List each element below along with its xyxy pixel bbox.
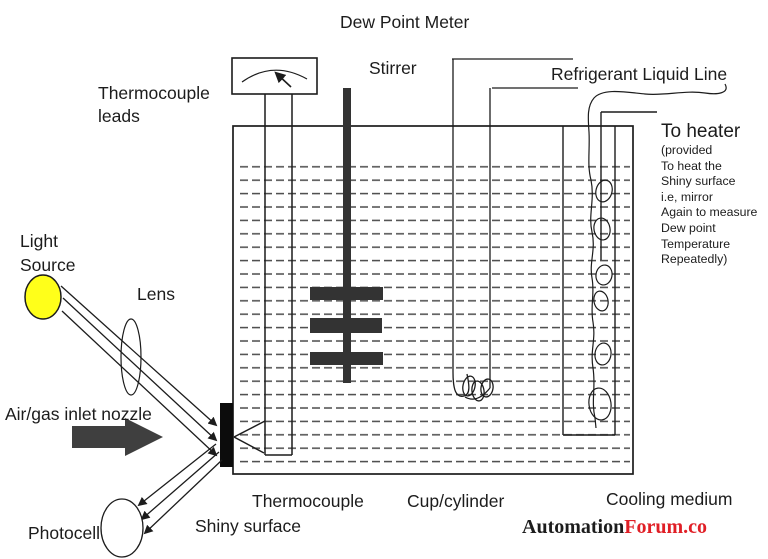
meter-gauge-icon xyxy=(231,57,318,95)
heater-note-line: (provided xyxy=(661,143,713,157)
shiny-surface-mirror xyxy=(220,403,233,467)
brand-watermark: AutomationForum.co xyxy=(522,516,707,539)
heater-note-line: Shiny surface xyxy=(661,174,736,189)
inlet-arrow-icon xyxy=(72,418,163,456)
label-cooling-medium: Cooling medium xyxy=(606,489,733,509)
label-refrigerant-liquid-line: Refrigerant Liquid Line xyxy=(551,64,728,84)
light-source-icon xyxy=(24,274,62,320)
heater-note-line: Dew point xyxy=(661,220,716,235)
heater-note-line: Temperature xyxy=(661,236,731,251)
label-lens: Lens xyxy=(137,284,175,304)
tank-outline xyxy=(232,125,634,475)
stirrer-shaft xyxy=(310,88,383,383)
light-rays-incoming xyxy=(60,285,218,457)
label-light-source-line2: Source xyxy=(20,255,76,275)
photocell-icon xyxy=(100,498,144,558)
heater-note-line: Again to measure xyxy=(661,205,758,220)
label-light-source: Light Source xyxy=(20,229,75,277)
label-thermocouple: Thermocouple xyxy=(252,491,364,511)
label-light-source-line1: Light xyxy=(20,231,58,251)
light-rays-reflected xyxy=(137,443,223,535)
label-thermocouple-leads: Thermocouple leads xyxy=(98,82,210,128)
label-photocell: Photocell xyxy=(28,523,100,543)
heater-note-line: i.e, mirror xyxy=(661,189,713,204)
label-thermocouple-leads-line1: Thermocouple xyxy=(98,83,210,103)
lens-icon xyxy=(120,318,142,396)
brand-red-part: Forum.co xyxy=(624,516,707,538)
label-thermocouple-leads-line2: leads xyxy=(98,106,140,126)
label-stirrer: Stirrer xyxy=(369,58,417,78)
label-to-heater: To heater xyxy=(661,121,741,142)
heater-note-line: To heat the xyxy=(661,158,722,173)
page-title: Dew Point Meter xyxy=(340,12,470,32)
cup-cylinder-shape xyxy=(452,58,578,402)
refrigerant-coil xyxy=(587,83,727,429)
label-air-gas-inlet-nozzle: Air/gas inlet nozzle xyxy=(5,404,152,424)
thermocouple-tube xyxy=(233,94,293,456)
heater-note-line: Repeatedly) xyxy=(661,252,728,267)
label-shiny-surface: Shiny surface xyxy=(195,516,302,536)
heater-sheath xyxy=(562,111,657,436)
label-cup-cylinder: Cup/cylinder xyxy=(407,491,505,511)
heater-note: (provided To heat the Shiny surface i.e,… xyxy=(661,143,757,268)
brand-black-part: Automation xyxy=(522,516,625,538)
cooling-medium-liquid xyxy=(236,158,630,465)
